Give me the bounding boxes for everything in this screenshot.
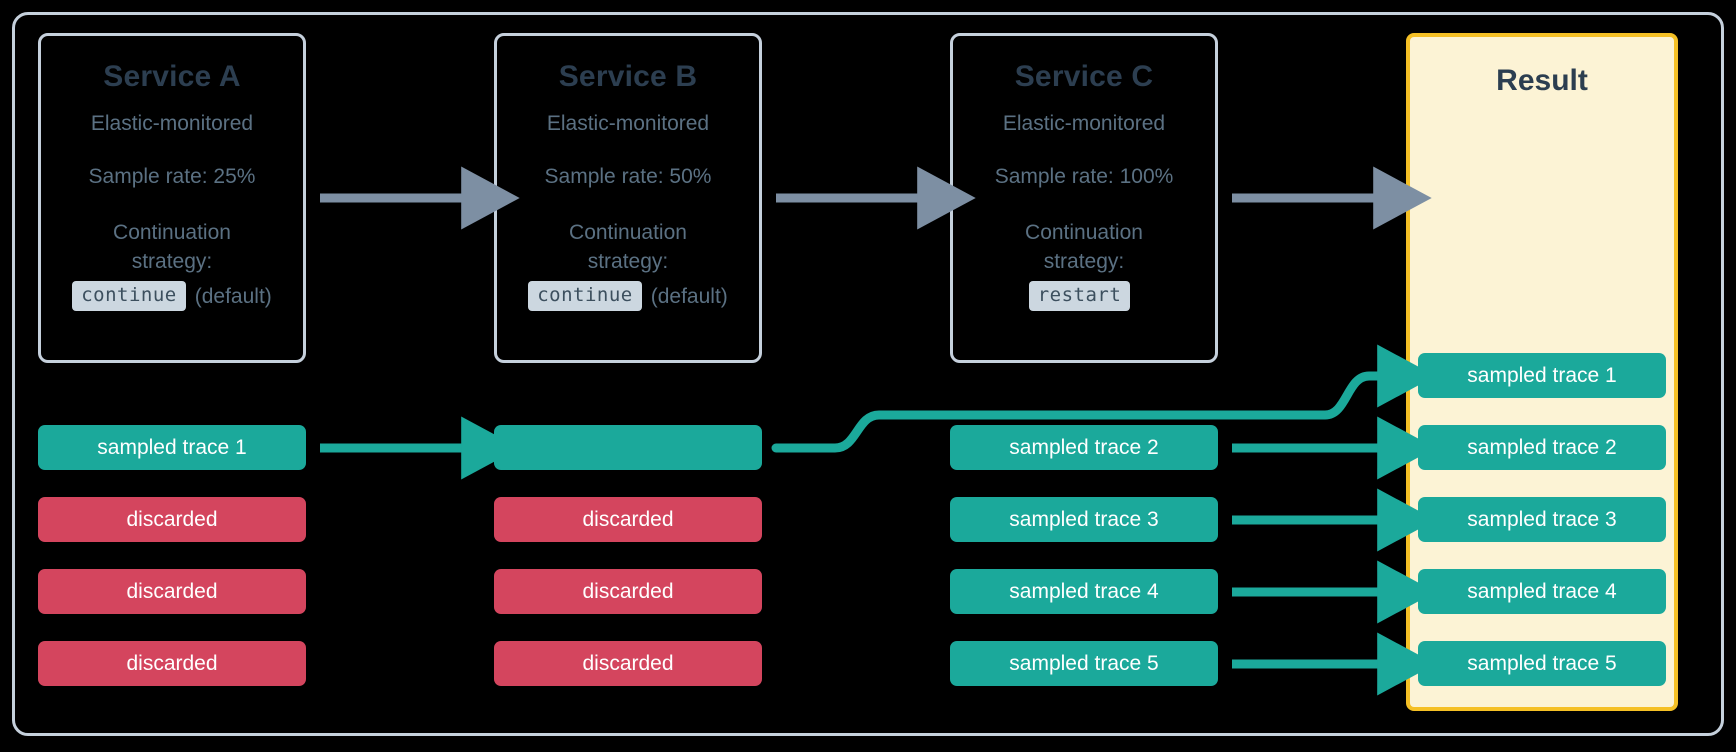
- service-a-title: Service A: [103, 60, 241, 93]
- service-b-sample-rate: Sample rate: 50%: [544, 165, 712, 189]
- service-a-strategy-badge: continue: [72, 281, 186, 312]
- service-c-title: Service C: [1014, 60, 1154, 93]
- trace-pill-result-1: sampled trace 1: [1418, 353, 1666, 398]
- service-c-sample-rate: Sample rate: 100%: [994, 165, 1174, 189]
- trace-pill-result-3: sampled trace 3: [1418, 497, 1666, 542]
- service-b-strategy-badge: continue: [528, 281, 642, 312]
- service-a-subtitle: Elastic-monitored: [90, 112, 254, 135]
- service-a-strategy-label: Continuation strategy:: [113, 221, 231, 274]
- trace-pill-c-3: sampled trace 4: [950, 569, 1218, 614]
- service-b-strategy-line: continue (default): [497, 281, 759, 312]
- trace-pill-b-2: discarded: [494, 497, 762, 542]
- trace-pill-a-1: sampled trace 1: [38, 425, 306, 470]
- service-c-strategy-line: restart: [953, 281, 1215, 312]
- trace-pill-c-1: sampled trace 2: [950, 425, 1218, 470]
- trace-pill-b-3: discarded: [494, 569, 762, 614]
- trace-pill-a-4: discarded: [38, 641, 306, 686]
- service-b-title: Service B: [558, 60, 698, 93]
- service-a-strategy-note: (default): [194, 284, 272, 308]
- service-b-subtitle: Elastic-monitored: [546, 112, 710, 135]
- service-box-a: Service A Elastic-monitored Sample rate:…: [38, 33, 306, 363]
- trace-pill-a-3: discarded: [38, 569, 306, 614]
- trace-pill-a-2: discarded: [38, 497, 306, 542]
- trace-pill-result-5: sampled trace 5: [1418, 641, 1666, 686]
- trace-pill-result-2: sampled trace 2: [1418, 425, 1666, 470]
- trace-pill-b-1: [494, 425, 762, 470]
- service-c-strategy-badge: restart: [1028, 281, 1131, 312]
- diagram-outer-frame: [12, 12, 1724, 736]
- service-c-strategy-label: Continuation strategy:: [1025, 221, 1143, 274]
- trace-pill-result-4: sampled trace 4: [1418, 569, 1666, 614]
- service-box-b: Service B Elastic-monitored Sample rate:…: [494, 33, 762, 363]
- trace-pill-c-4: sampled trace 5: [950, 641, 1218, 686]
- service-b-strategy-label: Continuation strategy:: [569, 221, 687, 274]
- service-b-strategy-note: (default): [650, 284, 728, 308]
- service-a-strategy-line: continue (default): [41, 281, 303, 312]
- service-box-c: Service C Elastic-monitored Sample rate:…: [950, 33, 1218, 363]
- service-a-sample-rate: Sample rate: 25%: [88, 165, 256, 189]
- result-panel-title: Result: [1496, 64, 1588, 97]
- trace-pill-c-2: sampled trace 3: [950, 497, 1218, 542]
- service-c-subtitle: Elastic-monitored: [1002, 112, 1166, 135]
- trace-pill-b-4: discarded: [494, 641, 762, 686]
